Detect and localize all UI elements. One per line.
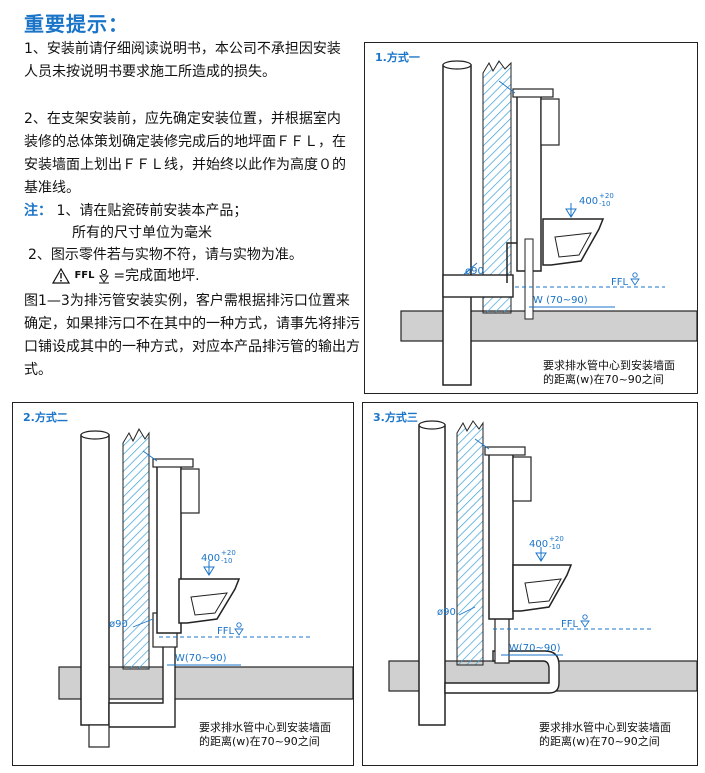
svg-text:+20: +20 — [549, 535, 564, 543]
note-item-2: 2、图示零件若与实物不符，请与实物为准。 — [28, 247, 303, 263]
panel-2-caption: 要求排水管中心到安装墙面 的距离(w)在70~90之间 — [199, 721, 331, 748]
wall-hatch — [122, 427, 150, 670]
panel-1-caption: 要求排水管中心到安装墙面 的距离(w)在70~90之间 — [543, 359, 675, 386]
toilet-bowl — [542, 218, 605, 266]
toilet-bowl — [512, 564, 573, 612]
height-dimension-label: 400 — [529, 539, 548, 550]
note-1a: 1、请在贴瓷砖前安装本产品； — [56, 203, 248, 219]
ffl-marker-icon — [98, 268, 109, 284]
note-1b: 所有的尺寸单位为毫米 — [72, 225, 212, 241]
ffl-marker-icon — [630, 272, 640, 286]
warning-icon — [52, 268, 70, 284]
w-dimension-label: W(70~90) — [509, 643, 561, 654]
vertical-stack-pipe — [80, 434, 110, 726]
panel-1-title: 1.方式一 — [375, 51, 420, 64]
diagram-2-svg: 400 +20 -10 ø90 FFL W(70~90) — [58, 427, 353, 748]
svg-text:-10: -10 — [221, 557, 232, 565]
notice-heading: 重要提示： — [24, 12, 129, 36]
diagram-panel-1: 400 +20 -10 ø90 FFL W (70~90) 1.方式一 要求排水… — [364, 42, 698, 394]
ffl-legend: FFL =完成面地坪. — [52, 265, 200, 287]
toilet-bowl — [178, 578, 241, 624]
cistern-frame — [156, 462, 182, 634]
panel-3-caption: 要求排水管中心到安装墙面 的距离(w)在70~90之间 — [539, 721, 671, 748]
vertical-stack-pipe — [442, 64, 472, 386]
diagram-1-svg: 400 +20 -10 ø90 FFL W (70~90) — [400, 60, 697, 386]
branch-pipe — [442, 274, 514, 298]
panel-3-title: 3.方式三 — [373, 411, 418, 424]
diagram-panel-2: 400 +20 -10 ø90 FFL W(70~90) 2.方式二 要求排水管… — [12, 402, 354, 766]
notice-para-1: 1、安装前请仔细阅读说明书，本公司不承担因安装人员未按说明书要求施工所造成的损失… — [24, 41, 341, 80]
w-dimension-label: W(70~90) — [175, 653, 227, 664]
notice-para-2: 2、在支架安装前，应先确定安装位置，并根据室内装修的总体策划确定装修完成后的地坪… — [24, 111, 346, 196]
svg-text:+20: +20 — [599, 192, 614, 200]
vertical-stack-pipe — [418, 424, 446, 726]
ffl-symbol-label: FFL — [74, 270, 95, 281]
pipe-diameter-label: ø90 — [437, 607, 456, 618]
height-dimension-label: 400 — [201, 553, 220, 564]
svg-text:-10: -10 — [549, 543, 560, 551]
ffl-marker-icon — [580, 614, 590, 628]
diagram-3-svg: 400 +20 -10 ø90 FFL W(70~90) — [388, 420, 697, 726]
ffl-label: FFL — [561, 619, 579, 630]
wall-hatch — [482, 60, 512, 314]
diagram-panel-3: 400 +20 -10 ø90 FFL W(70~90) 3.方式三 要求排水管… — [362, 402, 698, 766]
cistern-frame — [488, 450, 514, 620]
w-dimension-label: W (70~90) — [533, 295, 588, 306]
svg-text:+20: +20 — [221, 549, 236, 557]
note-label: 注： — [24, 203, 52, 219]
wall-hatch — [456, 420, 484, 666]
panel-2-title: 2.方式二 — [23, 411, 68, 424]
notice-para-3: 图1—3为排污管安装实例，客户需根据排污口位置来确定，如果排污口不在其中的一种方… — [24, 293, 360, 378]
pipe-diameter-label: ø90 — [465, 266, 484, 277]
note-item-1: 注： 1、请在贴瓷砖前安装本产品； — [24, 200, 247, 222]
svg-text:-10: -10 — [599, 200, 610, 208]
ffl-label: FFL — [217, 626, 235, 637]
height-dimension-label: 400 — [579, 196, 598, 207]
ffl-marker-icon — [234, 622, 244, 636]
ffl-meaning: =完成面地坪. — [113, 268, 200, 284]
ffl-label: FFL — [611, 277, 629, 288]
pipe-diameter-label: ø90 — [109, 619, 128, 630]
